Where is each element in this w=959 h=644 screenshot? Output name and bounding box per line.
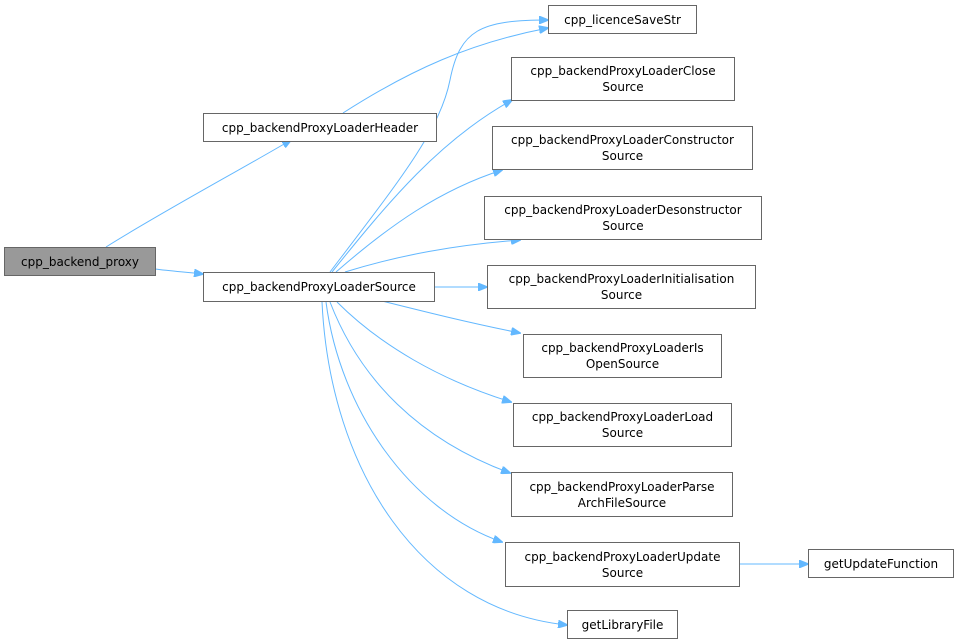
node-cpp-backendproxyloaderheader[interactable]: cpp_backendProxyLoaderHeader [203, 113, 437, 142]
node-cpp-licencesavestr[interactable]: cpp_licenceSaveStr [548, 5, 697, 34]
node-cpp-backendproxyloaderupdatesource[interactable]: cpp_backendProxyLoaderUpdate Source [505, 542, 740, 587]
node-label-line-2: OpenSource [585, 357, 660, 371]
edge-root-header [105, 140, 291, 248]
node-label-line-1: cpp_backendProxyLoaderInitialisation [508, 272, 735, 286]
node-cpp-backendproxyloadersource[interactable]: cpp_backendProxyLoaderSource [203, 272, 435, 302]
edge-header-licence [342, 28, 548, 114]
edge-source-desonstructor [344, 240, 520, 273]
edge-source-licence [329, 20, 548, 273]
node-label-line-1: cpp_licenceSaveStr [564, 12, 681, 27]
edge-source-constructor [335, 170, 502, 273]
node-cpp-backendproxyloaderconstructorsource[interactable]: cpp_backendProxyLoaderConstructor Source [492, 126, 753, 170]
node-cpp-backendproxyloaderinitialisationsource[interactable]: cpp_backendProxyLoaderInitialisation Sou… [487, 265, 756, 309]
edge-source-isopen [381, 300, 520, 333]
node-cpp-backend-proxy: cpp_backend_proxy [4, 247, 156, 276]
node-label-line-1: cpp_backendProxyLoaderIs [541, 341, 704, 355]
edge-root-source [154, 268, 203, 274]
node-label-line-1: cpp_backend_proxy [21, 254, 139, 269]
edge-source-update [325, 301, 502, 542]
node-label-line-1: cpp_backendProxyLoaderClose [530, 64, 716, 78]
edge-source-close [331, 100, 512, 273]
edge-source-parse [329, 301, 510, 473]
node-label-line-2: Source [601, 149, 644, 163]
node-label-line-2: Source [602, 219, 644, 233]
node-label-line-1: cpp_backendProxyLoaderParse [529, 479, 715, 494]
node-label-line-1: cpp_backendProxyLoaderHeader [221, 120, 419, 135]
node-cpp-backendproxyloaderparsearchfilesource[interactable]: cpp_backendProxyLoaderParse ArchFileSour… [511, 472, 733, 517]
node-label-line-1: cpp_backendProxyLoaderConstructor [511, 133, 734, 147]
node-label-line-1: cpp_backendProxyLoaderLoad [531, 410, 714, 424]
node-label-line-1: cpp_backendProxyLoaderSource [222, 280, 416, 294]
node-label-line-1: cpp_backendProxyLoaderDesonstructor [504, 203, 742, 217]
node-label-line-2: Source [602, 80, 644, 94]
node-label-line-2: ArchFileSource [577, 495, 667, 510]
node-cpp-backendproxyloaderisopensource[interactable]: cpp_backendProxyLoaderIs OpenSource [523, 334, 722, 378]
node-label-line-1: cpp_backendProxyLoaderUpdate [524, 549, 721, 564]
node-label-line-1: getLibraryFile [581, 617, 664, 632]
node-getlibraryfile[interactable]: getLibraryFile [567, 610, 678, 639]
node-cpp-backendproxyloaderdesonstructorsource[interactable]: cpp_backendProxyLoaderDesonstructor Sour… [484, 196, 762, 240]
edge-source-load [336, 301, 511, 402]
node-label-line-2: Source [601, 565, 644, 580]
node-label-line-2: Source [601, 426, 644, 440]
node-label-line-1: getUpdateFunction [823, 556, 939, 571]
edge-source-getlibrary [321, 301, 567, 625]
node-cpp-backendproxyloaderclosesource[interactable]: cpp_backendProxyLoaderClose Source [511, 57, 735, 101]
node-label-line-2: Source [600, 288, 643, 302]
node-getupdatefunction[interactable]: getUpdateFunction [808, 549, 954, 578]
node-cpp-backendproxyloaderloadsource[interactable]: cpp_backendProxyLoaderLoad Source [513, 403, 732, 447]
